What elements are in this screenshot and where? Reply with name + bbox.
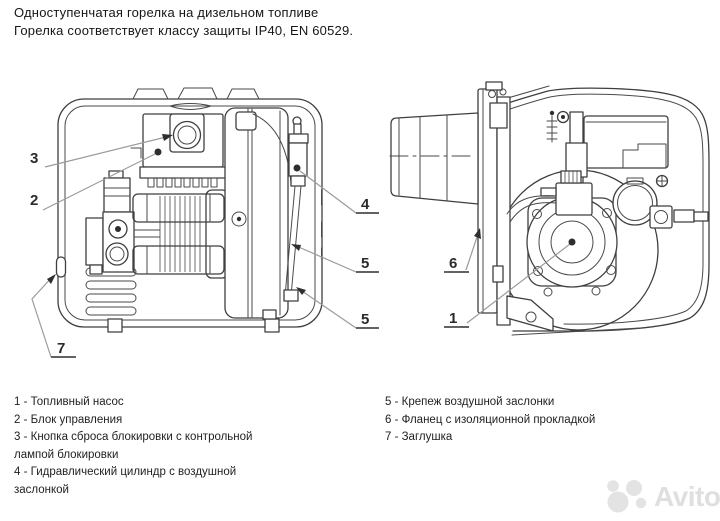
callout-2: 2 [30,192,38,209]
left-diagram-figure: 3 2 4 5 5 7 [30,87,379,358]
legend-item-1: 1 - Топливный насос [14,396,124,408]
air-damper-cover [224,107,292,320]
hydraulic-cylinder [283,116,309,302]
inspection-port [612,180,658,226]
watermark: Avito [606,479,720,515]
control-box [583,115,669,169]
header-line-1: Одноступенчатая горелка на дизельном топ… [14,5,319,20]
right-diagram-figure: 6 1 [389,81,710,336]
mounting-bracket [506,295,554,332]
callout-1: 1 [449,310,457,327]
left-diagram-callouts: 3 2 4 5 5 7 [30,134,379,358]
legend-item-3: 3 - Кнопка сброса блокировки с контрольн… [14,431,253,461]
adjustment-rod [546,110,588,184]
callout-5a: 5 [361,255,369,272]
fuel-pump-assembly [85,170,229,279]
burner-housing [55,87,323,333]
solenoid-connector [555,182,593,216]
callout-6: 6 [449,255,457,272]
callout-3: 3 [30,150,38,167]
callout-5b: 5 [361,311,369,328]
legend-item-5: 5 - Крепеж воздушной заслонки [385,396,555,408]
callout-7: 7 [57,340,65,357]
legend-item-2: 2 - Блок управления [14,413,123,426]
legend-item-7: 7 - Заглушка [385,431,453,444]
watermark-text: Avito [654,481,720,512]
body-details [506,174,709,332]
right-diagram-callouts: 6 1 [444,228,576,328]
plug [55,256,67,278]
control-unit [139,113,229,188]
blast-tube [389,112,479,205]
terminal-pins [147,177,218,188]
reset-button [172,120,202,150]
flange-front-plate [488,88,511,326]
legend-right-column: 5 - Крепеж воздушной заслонки 6 - Фланец… [385,394,715,447]
vent-slots [85,267,137,316]
callout-4: 4 [361,196,370,213]
avito-logo-icon [607,480,647,513]
legend-item-6: 6 - Фланец с изоляционной прокладкой [385,413,596,426]
fuel-pump [506,170,618,297]
legend-item-4: 4 - Гидравлический цилиндр с воздушной з… [14,466,237,496]
header: Одноступенчатая горелка на дизельном топ… [14,4,353,39]
header-line-2: Горелка соответствует классу защиты IP40… [14,22,354,38]
legend-left-column: 1 - Топливный насос 2 - Блок управления … [14,394,314,500]
